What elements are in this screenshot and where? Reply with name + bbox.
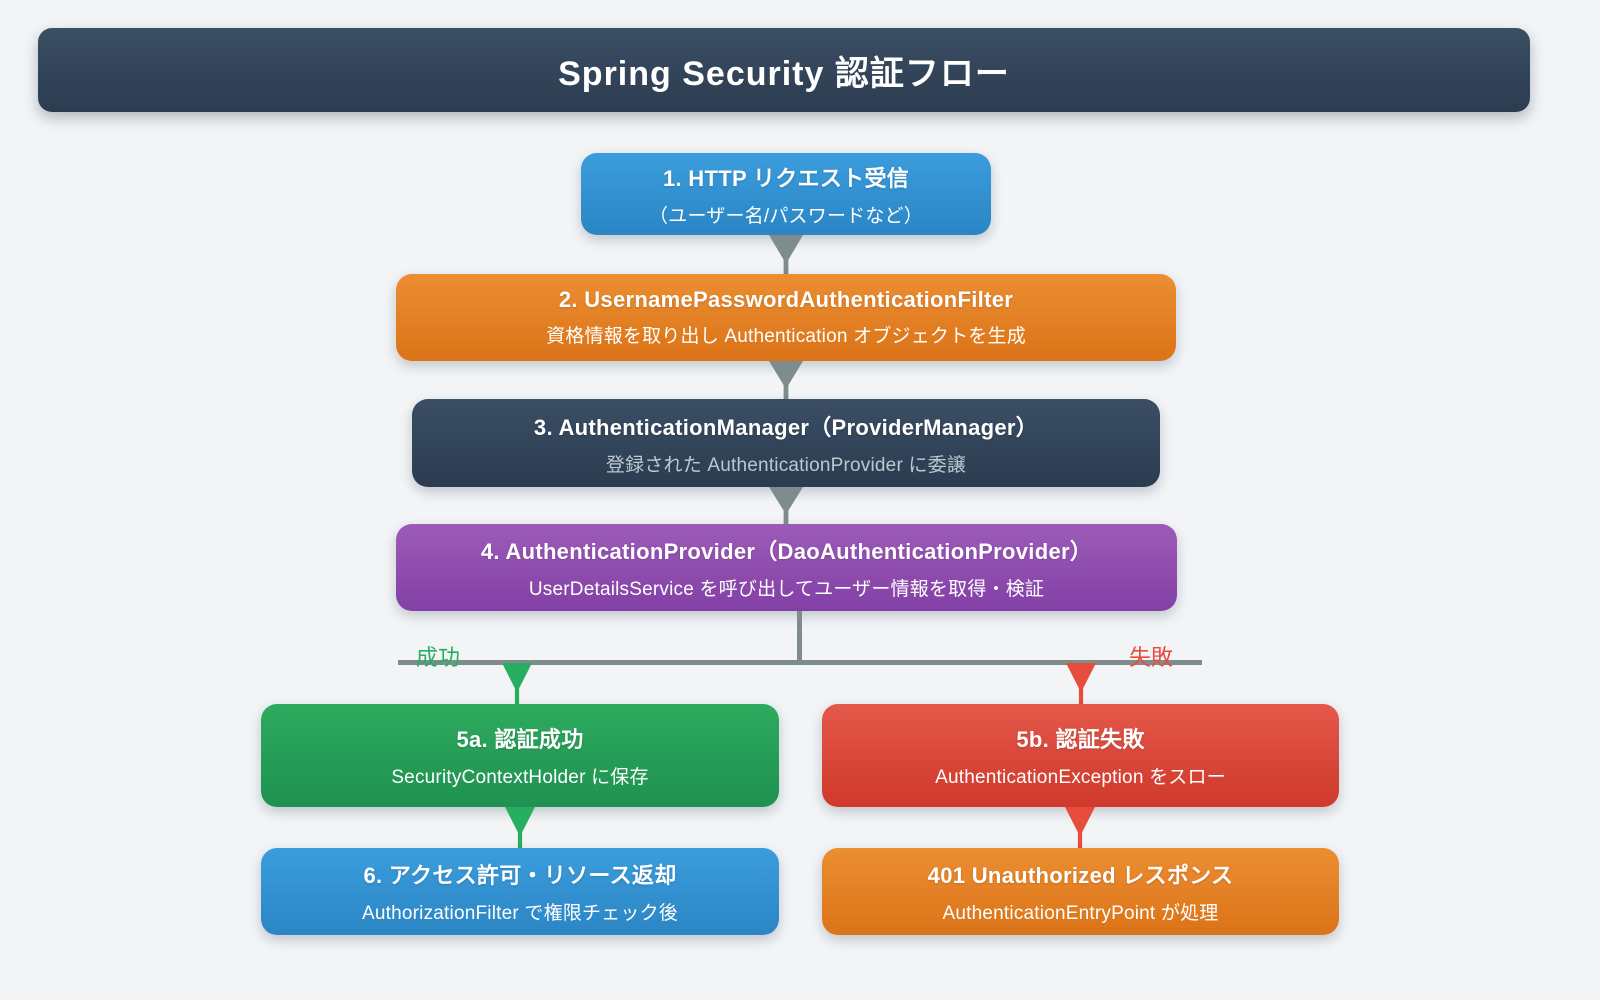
node-auth-success: 5a. 認証成功 SecurityContextHolder に保存 (261, 704, 779, 807)
arrow-failure-down (1065, 807, 1095, 848)
node-title: 401 Unauthorized レスポンス (927, 863, 1234, 888)
node-title: 5b. 認証失敗 (1016, 727, 1145, 752)
node-authentication-provider: 4. AuthenticationProvider（DaoAuthenticat… (396, 524, 1177, 611)
node-title: 2. UsernamePasswordAuthenticationFilter (558, 287, 1014, 312)
node-title: 1. HTTP リクエスト受信 (662, 165, 910, 191)
node-authentication-manager: 3. AuthenticationManager（ProviderManager… (412, 399, 1160, 487)
arrow-down-1 (769, 235, 803, 275)
node-username-password-filter: 2. UsernamePasswordAuthenticationFilter … (396, 274, 1176, 361)
arrow-success-branch (502, 663, 532, 704)
node-subtitle: AuthenticationException をスロー (935, 767, 1226, 788)
node-unauthorized-response: 401 Unauthorized レスポンス AuthenticationEnt… (822, 848, 1339, 935)
arrow-success-down (505, 807, 535, 848)
node-subtitle: UserDetailsService を呼び出してユーザー情報を取得・検証 (528, 579, 1045, 600)
node-title: 4. AuthenticationProvider（DaoAuthenticat… (480, 539, 1093, 564)
node-subtitle: SecurityContextHolder に保存 (391, 767, 649, 788)
node-title: 5a. 認証成功 (456, 727, 584, 752)
branch-horizontal-line (398, 660, 1202, 665)
node-subtitle: 登録された AuthenticationProvider に委譲 (605, 454, 967, 476)
node-title: 6. アクセス許可・リソース返却 (363, 863, 677, 888)
diagram-title-bar: Spring Security 認証フロー (38, 28, 1530, 112)
node-subtitle: （ユーザー名/パスワードなど） (649, 205, 923, 227)
node-title: 3. AuthenticationManager（ProviderManager… (533, 414, 1039, 440)
branch-label-success: 成功 (416, 645, 461, 670)
arrow-failure-branch (1066, 663, 1096, 704)
node-subtitle: AuthenticationEntryPoint が処理 (942, 903, 1219, 924)
node-access-granted: 6. アクセス許可・リソース返却 AuthorizationFilter で権限… (261, 848, 779, 935)
node-subtitle: 資格情報を取り出し Authentication オブジェクトを生成 (546, 326, 1026, 347)
arrow-down-2 (769, 361, 803, 400)
node-auth-failure: 5b. 認証失敗 AuthenticationException をスロー (822, 704, 1339, 807)
page-title: Spring Security 認証フロー (558, 54, 1010, 93)
branch-label-failure: 失敗 (1129, 645, 1174, 670)
node-subtitle: AuthorizationFilter で権限チェック後 (361, 903, 678, 924)
branch-stem-line (797, 611, 802, 660)
node-http-request: 1. HTTP リクエスト受信 （ユーザー名/パスワードなど） (581, 153, 991, 235)
arrow-down-3 (769, 487, 803, 525)
